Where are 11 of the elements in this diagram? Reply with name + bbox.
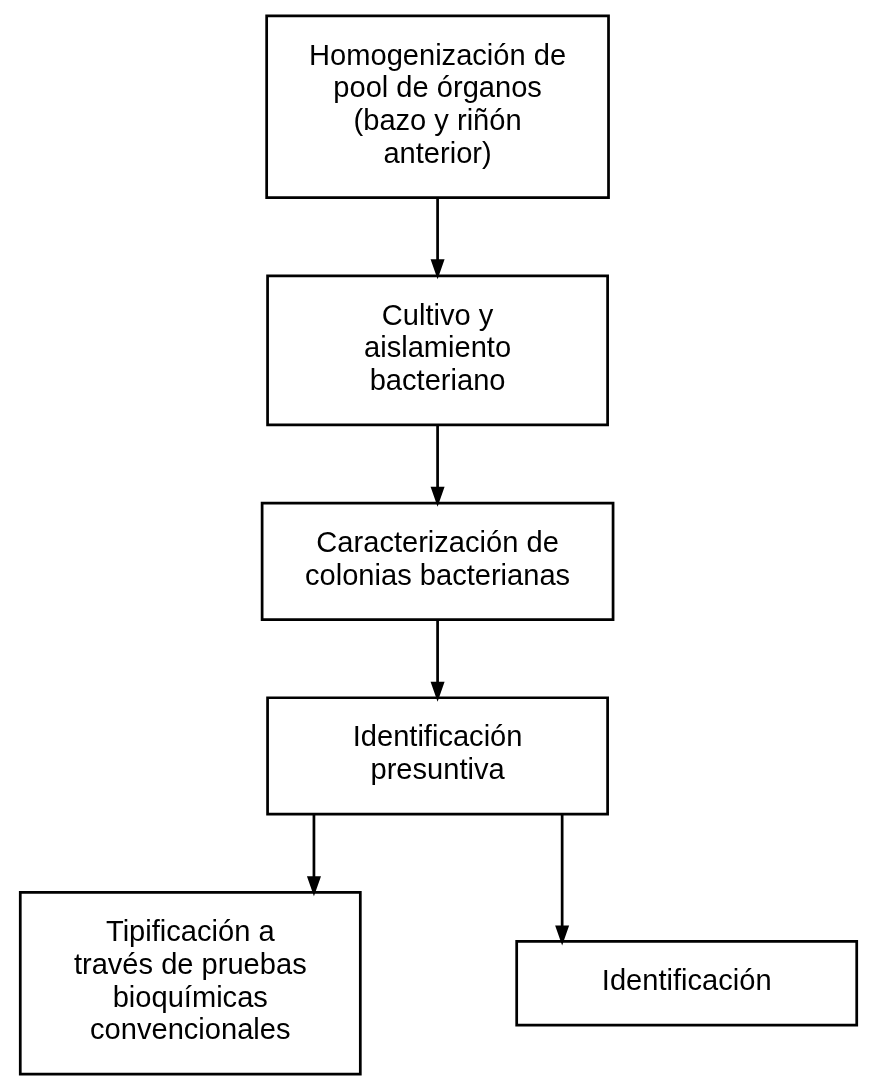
node-box: Identificación presuntiva: [265, 696, 609, 816]
node-box: Homogenización de pool de órganos (bazo y riñón anterior): [264, 14, 610, 200]
node-box: Identificación: [514, 940, 858, 1027]
arrow: [306, 814, 321, 897]
node-box: Tipificación a través de pruebas bioquímicas convencionales: [18, 890, 362, 1076]
node-box: Caracterización de colonias bacterianas: [260, 501, 614, 621]
arrow: [430, 425, 445, 507]
arrow: [554, 814, 569, 946]
node-box: Cultivo y aislamiento bacteriano: [265, 274, 609, 427]
arrow: [430, 619, 445, 702]
arrow: [430, 198, 445, 280]
